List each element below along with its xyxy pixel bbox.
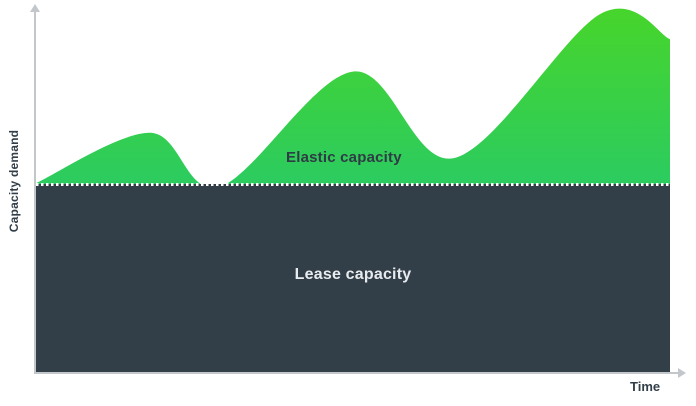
y-axis-arrow-icon <box>30 4 40 12</box>
x-axis-arrow-icon <box>678 368 686 378</box>
elastic-area-label: Elastic capacity <box>286 149 402 166</box>
y-axis-line <box>34 12 36 374</box>
elastic-area <box>36 8 670 186</box>
lease-area <box>36 184 670 374</box>
y-axis-label: Capacity demand <box>7 129 21 233</box>
x-axis-line <box>34 372 680 374</box>
elastic-area-path <box>36 8 670 186</box>
capacity-threshold-line <box>36 183 670 186</box>
x-axis-label: Time <box>630 379 661 394</box>
lease-area-label: Lease capacity <box>294 266 412 283</box>
